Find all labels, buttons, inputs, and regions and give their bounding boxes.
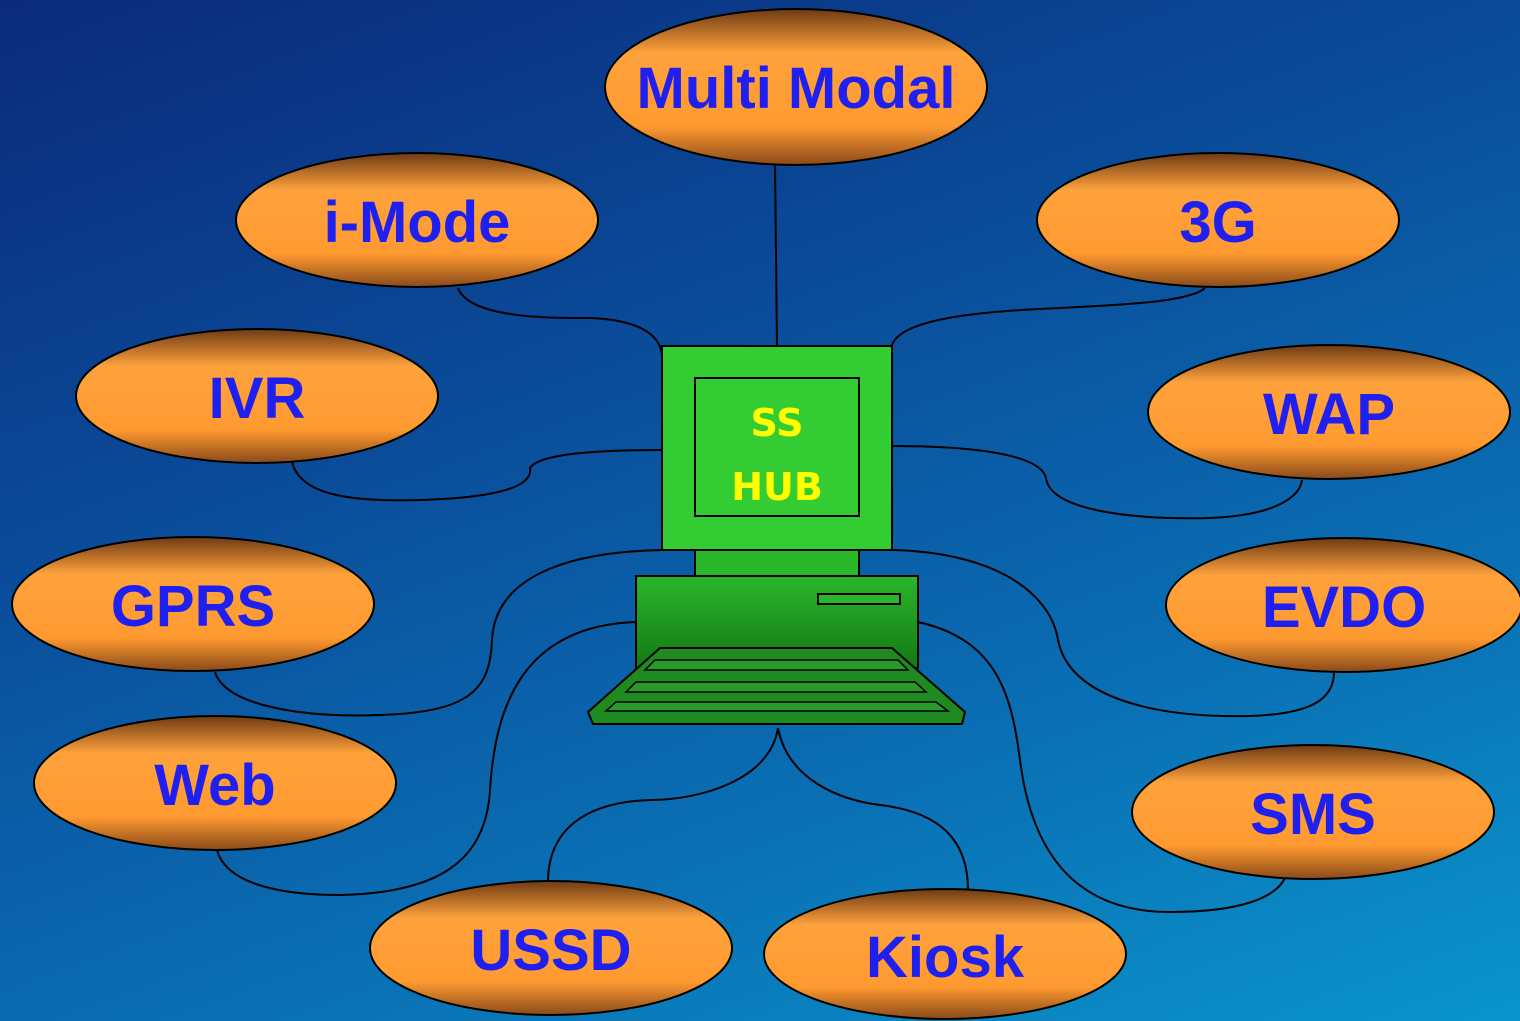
node-ellipse xyxy=(1165,537,1520,673)
node-label: Multi Modal xyxy=(637,56,956,121)
hub-computer: SS HUB xyxy=(586,345,967,725)
node-ellipse xyxy=(75,328,439,464)
node-evdo: EVDO xyxy=(1165,537,1520,673)
hub-keyboard-row-2 xyxy=(624,681,928,693)
hub-drive-slot xyxy=(817,593,901,605)
node-ellipse xyxy=(33,715,397,851)
hub-keyboard-row-3 xyxy=(604,701,951,712)
node-wap: WAP xyxy=(1147,344,1511,480)
node-ellipse xyxy=(1131,744,1495,880)
hub-label-line1: SS xyxy=(750,401,803,445)
hub-neck xyxy=(694,549,860,577)
node-ellipse xyxy=(1036,152,1400,288)
node-label: Web xyxy=(154,753,275,818)
connector-multi-modal xyxy=(774,163,778,347)
node-ellipse xyxy=(1147,344,1511,480)
node-label: SMS xyxy=(1250,782,1376,847)
node-multi-modal: Multi Modal xyxy=(604,8,988,166)
node-label: i-Mode xyxy=(324,190,511,255)
connector-lines xyxy=(214,163,1335,914)
connector-web xyxy=(216,621,639,897)
node-ellipse xyxy=(369,880,733,1016)
node-ellipse xyxy=(763,888,1127,1020)
connector-ussd xyxy=(547,727,779,883)
hub-label-line2: HUB xyxy=(731,465,823,509)
node-gprs: GPRS xyxy=(11,536,375,672)
node-label: WAP xyxy=(1263,382,1395,447)
connector-gprs xyxy=(214,549,663,717)
hub-screen xyxy=(694,377,860,517)
node-ivr: IVR xyxy=(75,328,439,464)
connector-3g xyxy=(891,287,1206,346)
node-label: EVDO xyxy=(1262,575,1426,640)
connector-wap xyxy=(891,445,1303,520)
node-ellipse xyxy=(604,8,988,166)
connector-evdo xyxy=(891,549,1335,718)
hub-keyboard-row-1 xyxy=(643,659,910,671)
node-kiosk: Kiosk xyxy=(763,888,1127,1020)
node-ussd: USSD xyxy=(369,880,733,1016)
connector-sms xyxy=(917,621,1286,914)
node-ellipse xyxy=(11,536,375,672)
node-label: USSD xyxy=(470,918,631,983)
node-ellipse xyxy=(235,152,599,288)
connector-i-mode xyxy=(457,287,663,356)
node-label: Kiosk xyxy=(866,925,1025,990)
node-label: 3G xyxy=(1179,190,1256,255)
node-label: IVR xyxy=(209,366,306,431)
connector-kiosk xyxy=(777,727,969,891)
node-3g: 3G xyxy=(1036,152,1400,288)
node-sms: SMS xyxy=(1131,744,1495,880)
node-label: GPRS xyxy=(111,574,275,639)
connector-ivr xyxy=(291,449,663,502)
node-web: Web xyxy=(33,715,397,851)
node-i-mode: i-Mode xyxy=(235,152,599,288)
